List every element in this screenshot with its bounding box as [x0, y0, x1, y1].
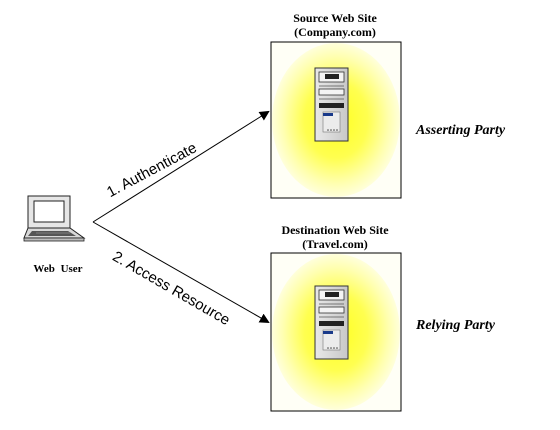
source-site-title: Source Web Site (Company.com) — [255, 11, 415, 39]
source-site-domain: (Company.com) — [294, 25, 376, 39]
access-resource-arrow — [92, 221, 270, 323]
destination-site-title: Destination Web Site (Travel.com) — [250, 223, 420, 251]
destination-site-domain: (Travel.com) — [302, 237, 368, 251]
authenticate-arrow — [92, 110, 270, 223]
destination-server-icon — [314, 285, 349, 360]
destination-site-name: Destination Web Site — [281, 223, 389, 237]
source-server-icon — [314, 67, 349, 142]
laptop-icon — [23, 195, 86, 242]
asserting-party-label: Asserting Party — [416, 123, 506, 138]
relying-party-label: Relying Party — [416, 318, 495, 333]
web-user-label: Web User — [33, 263, 83, 275]
source-site-name: Source Web Site — [293, 11, 377, 25]
